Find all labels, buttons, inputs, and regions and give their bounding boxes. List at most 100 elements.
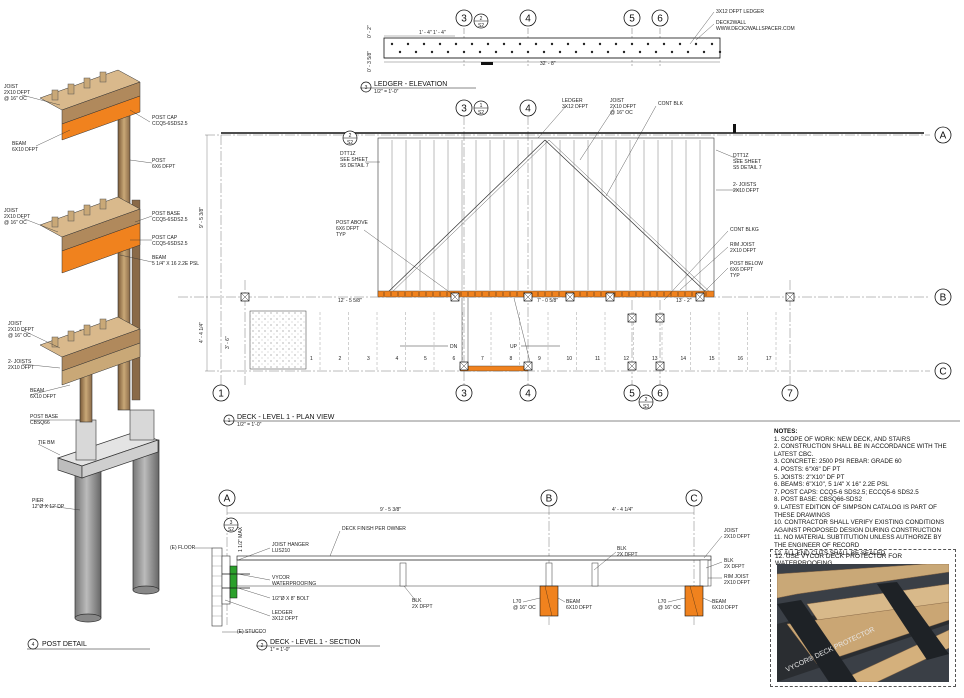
plan-row-bubbles: ABC	[934, 126, 952, 380]
svg-text:3: 3	[461, 104, 467, 115]
note-item: 9. LATEST EDITION OF SIMPSON CATALOG IS …	[774, 503, 937, 519]
psl-beams	[61, 95, 141, 386]
ledger-bolt	[510, 50, 514, 54]
ledger-bolt	[414, 50, 418, 54]
ledger-bolt	[422, 42, 426, 46]
svg-text:3: 3	[461, 14, 467, 25]
ledger-bolt	[614, 42, 618, 46]
section-leaders	[195, 530, 723, 633]
section-callout-bolt: 1/2"Ø X 8" BOLT	[272, 596, 309, 602]
ledger-bolts	[390, 42, 722, 54]
ledger-bolt	[566, 42, 570, 46]
plan-col-7: 7	[781, 384, 799, 402]
section-callout-stucco: (E) STUCCO	[237, 629, 266, 635]
ledger-bolt	[454, 42, 458, 46]
note-item: 1. SCOPE OF WORK: NEW DECK, AND STAIRS	[774, 435, 911, 443]
post-symbol	[459, 361, 469, 371]
stair-number: 12	[624, 356, 630, 362]
note-item: 4. POSTS: 6"X6" DF PT	[774, 465, 841, 473]
plan-beam-b	[377, 290, 715, 298]
svg-text:1" = 1'-0": 1" = 1'-0"	[270, 647, 290, 653]
svg-text:1/2" = 1'-0": 1/2" = 1'-0"	[374, 89, 399, 95]
ledger-elevation-title: 3 LEDGER - ELEVATION 1/2" = 1'-0"	[360, 81, 476, 95]
svg-text:4: 4	[525, 389, 531, 400]
svg-text:2: 2	[645, 397, 648, 403]
plan-beam-c	[459, 365, 529, 372]
ledger-bolt	[518, 42, 522, 46]
stair-number: 10	[567, 356, 573, 362]
waterproofing-photo-panel: 12. USE VYCOR DECK PROTECTOR FOR WATERPR…	[770, 549, 956, 687]
ledger-bolt	[470, 42, 474, 46]
plan-col-1: 1	[212, 384, 230, 402]
svg-text:5: 5	[629, 389, 635, 400]
svg-text:2: 2	[349, 133, 352, 139]
stair-number: 11	[595, 356, 600, 362]
post-symbol	[655, 313, 665, 323]
svg-text:1: 1	[480, 103, 483, 109]
ledger-bolt	[526, 50, 530, 54]
post-symbol	[627, 361, 637, 371]
ledger-bolt	[430, 50, 434, 54]
section-beam-b	[539, 585, 559, 617]
ledger-bolt	[654, 50, 658, 54]
ledger-bolt	[486, 42, 490, 46]
stair-number: 3	[367, 356, 370, 362]
post-detail-leaders	[21, 94, 153, 511]
post-symbol	[523, 292, 533, 302]
section-dim-1: 9' - 5 3/8"	[380, 507, 401, 513]
note-item: 12. ALL END CUTS SHALL BE SEALED	[774, 549, 886, 557]
svg-text:DECK - LEVEL 1 - SECTION: DECK - LEVEL 1 - SECTION	[270, 639, 360, 646]
deck-protector-photo: VYCOR® DECK PROTECTOR	[777, 564, 949, 682]
section-callout-floor: (E) FLOOR	[170, 545, 196, 551]
plan-callout-cont-blk: CONT BLK	[658, 101, 684, 107]
section-ref-3-s2: 3 S2	[223, 517, 239, 533]
stair-number: 17	[766, 356, 772, 362]
stair-number: 2	[339, 356, 342, 362]
post-symbol	[785, 292, 795, 302]
svg-text:S2: S2	[478, 23, 484, 29]
plan-col-5: 5	[623, 384, 641, 402]
post-detail-title: 4 POST DETAIL	[27, 638, 150, 650]
plan-vdim-3: 3' - 6"	[225, 336, 231, 349]
note-item: 5. JOISTS: 2"X10" DF PT	[774, 473, 845, 481]
section-wall	[211, 547, 250, 627]
plan-ref-1-s2: 1 S2	[473, 100, 489, 116]
landing-pad	[249, 310, 307, 370]
ledger-note-2: DECK2WALL	[716, 20, 746, 26]
plan-dim-2: 7' - 0 5/8"	[537, 298, 558, 304]
svg-text:7: 7	[787, 389, 793, 400]
ledger-bolt	[558, 50, 562, 54]
ledger-grid-6: 6	[651, 9, 669, 27]
joist-ends	[51, 71, 107, 348]
note-item: 2. CONSTRUCTION SHALL BE IN ACCORDANCE W…	[774, 443, 947, 458]
stair-number: 15	[709, 356, 715, 362]
ledger-dim-1: 1' - 4"	[419, 30, 432, 36]
plan-ref-2-s2: 2 S2	[342, 130, 358, 146]
svg-text:A: A	[940, 131, 947, 142]
ledger-bolt	[702, 50, 706, 54]
ledger-grid-3: 3	[455, 9, 473, 27]
post-symbol	[523, 361, 533, 371]
plan-row-C: C	[934, 362, 952, 380]
ledger-bolt	[670, 50, 674, 54]
svg-text:S2: S2	[228, 527, 234, 533]
